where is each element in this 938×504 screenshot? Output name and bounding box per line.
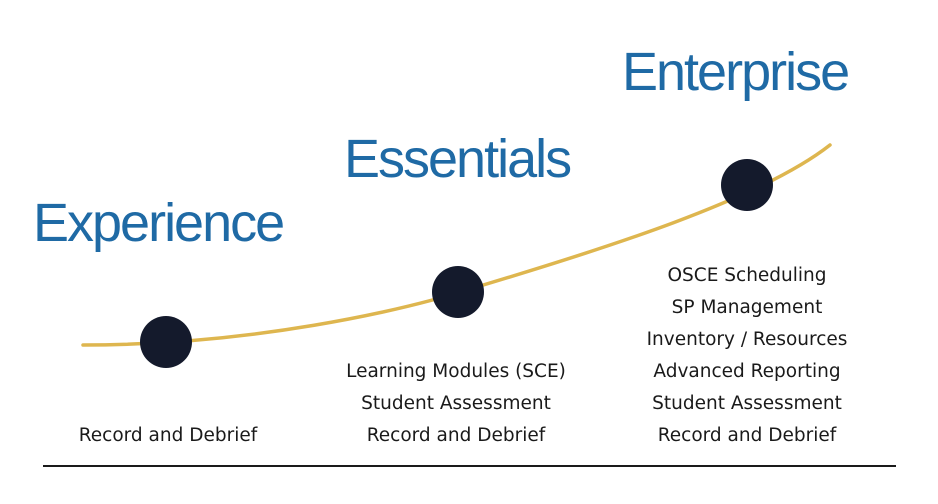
tier-node-experience (140, 316, 192, 368)
feature-list-essentials: Learning Modules (SCE) Student Assessmen… (316, 356, 596, 452)
tier-node-enterprise (721, 159, 773, 211)
feature-item: Inventory / Resources (646, 329, 848, 350)
feature-item: Learning Modules (SCE) (346, 361, 566, 382)
feature-item: Student Assessment (652, 393, 842, 414)
feature-item: Advanced Reporting (653, 361, 841, 382)
tier-title-enterprise: Enterprise (622, 42, 850, 102)
feature-item: Record and Debrief (78, 425, 258, 446)
tier-node-essentials (432, 266, 484, 318)
feature-item: SP Management (671, 297, 823, 318)
feature-list-experience: Record and Debrief (48, 420, 288, 452)
tier-title-essentials: Essentials (344, 129, 572, 189)
feature-item: OSCE Scheduling (667, 265, 827, 286)
feature-item: Record and Debrief (366, 425, 546, 446)
feature-item: Student Assessment (361, 393, 551, 414)
feature-item: Record and Debrief (657, 425, 837, 446)
feature-list-enterprise: OSCE Scheduling SP Management Inventory … (617, 260, 877, 452)
tier-title-experience: Experience (33, 193, 285, 253)
